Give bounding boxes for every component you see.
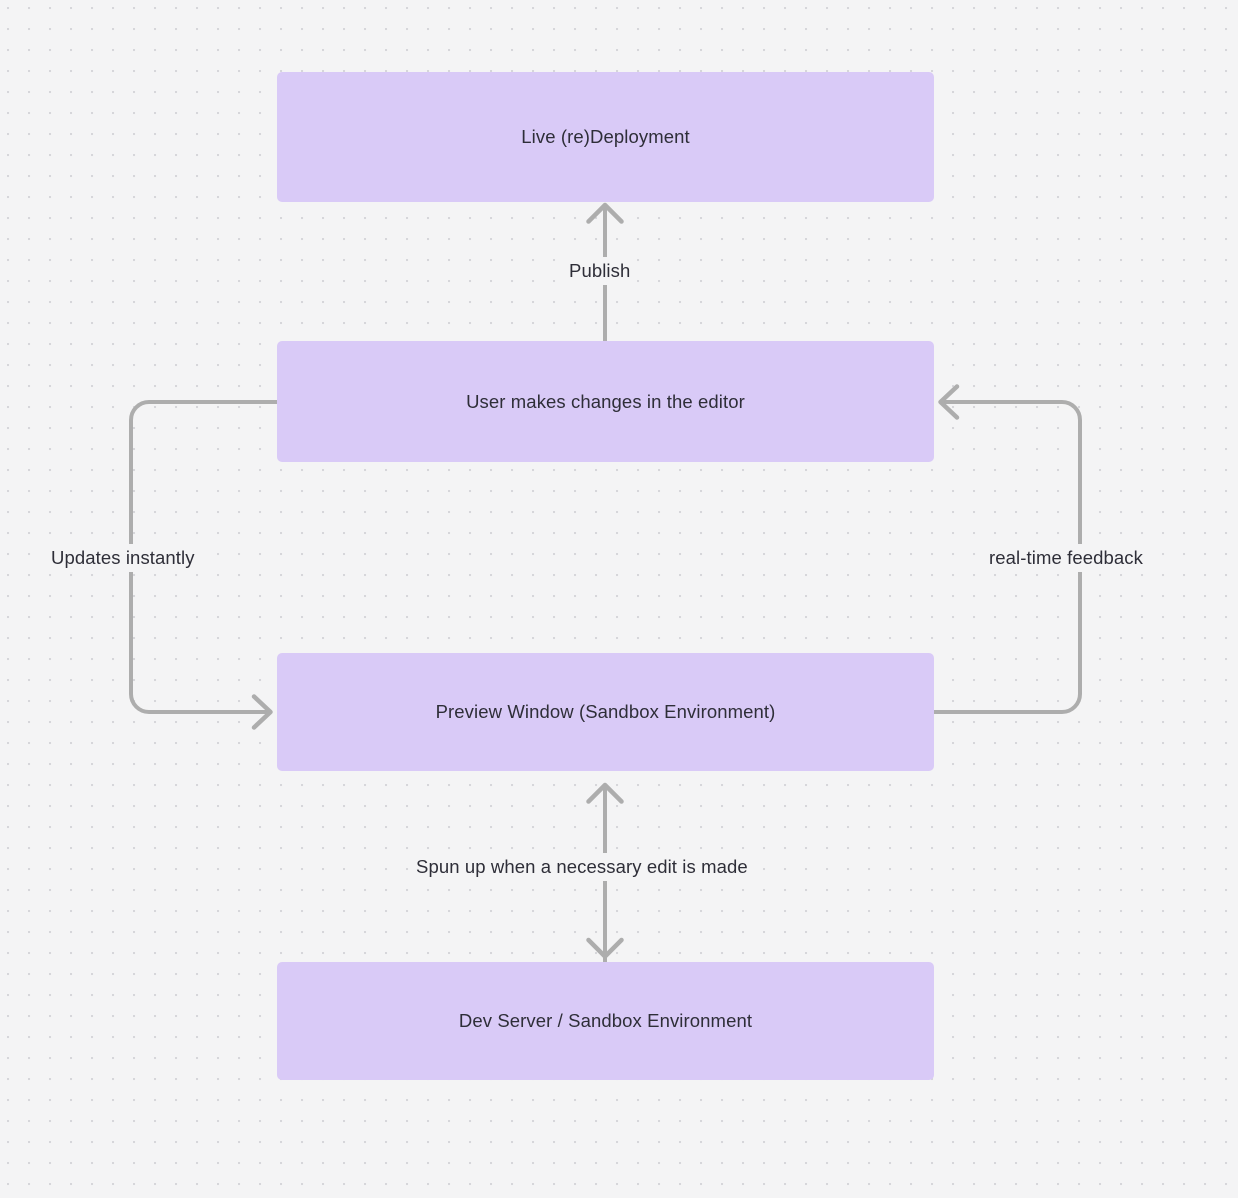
node-label: Dev Server / Sandbox Environment (458, 1010, 753, 1032)
node-dev-server[interactable]: Dev Server / Sandbox Environment (277, 962, 934, 1080)
edge-label-publish: Publish (562, 257, 638, 285)
edge-label-real-time-feedback: real-time feedback (982, 544, 1150, 572)
node-label: Live (re)Deployment (521, 126, 690, 148)
node-live-redeployment[interactable]: Live (re)Deployment (277, 72, 934, 202)
node-label: Preview Window (Sandbox Environment) (435, 701, 776, 723)
node-user-makes-changes[interactable]: User makes changes in the editor (277, 341, 934, 462)
edge-label-spun-up: Spun up when a necessary edit is made (409, 853, 755, 881)
node-preview-window[interactable]: Preview Window (Sandbox Environment) (277, 653, 934, 771)
node-label: User makes changes in the editor (466, 390, 745, 412)
edge-label-updates-instantly: Updates instantly (44, 544, 202, 572)
